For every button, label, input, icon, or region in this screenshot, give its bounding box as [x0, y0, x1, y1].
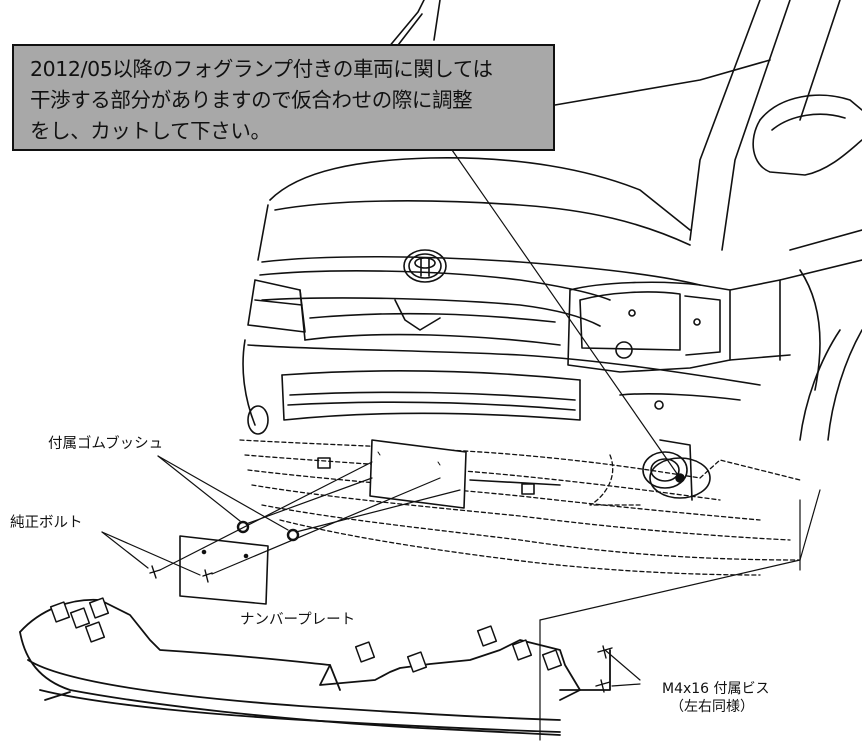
genuine-bolt-label: 純正ボルト: [10, 515, 83, 531]
upper-grille: [259, 270, 611, 346]
side-mirror: [752, 94, 862, 176]
rubber-bushes: [236, 520, 300, 542]
caution-note: 2012/05以降のフォグランプ付きの車両に関しては 干渉する部分がありますので…: [12, 44, 555, 151]
hood: [257, 157, 701, 286]
note-line-2: 干渉する部分がありますので仮合わせの際に調整: [30, 88, 473, 112]
bolts: [149, 565, 213, 583]
mounted-plate: [369, 439, 467, 509]
leader-lines: [101, 149, 821, 741]
stock-bumper: [242, 339, 761, 435]
side-screws: [595, 645, 613, 693]
bumper-slots: [317, 457, 561, 495]
left-headlight: [247, 279, 306, 333]
right-headlight: [567, 281, 731, 373]
fog-lamp: [642, 439, 711, 501]
toyota-emblem: [403, 249, 447, 283]
note-line-3: をし、カットして下さい。: [30, 119, 271, 143]
note-line-1: 2012/05以降のフォグランプ付きの車両に関しては: [30, 57, 493, 81]
number-plate-label: ナンバープレート: [240, 612, 356, 628]
screw-label: M4x16 付属ビス: [662, 681, 770, 697]
aero-outline-dotted: [239, 439, 801, 576]
body-side: [729, 229, 862, 441]
screw-sublabel: （左右同様）: [670, 699, 754, 715]
rubber-bush-label: 付属ゴムブッシュ: [48, 436, 164, 452]
loose-plate: [179, 535, 269, 605]
spoiler-clips: [49, 597, 563, 673]
